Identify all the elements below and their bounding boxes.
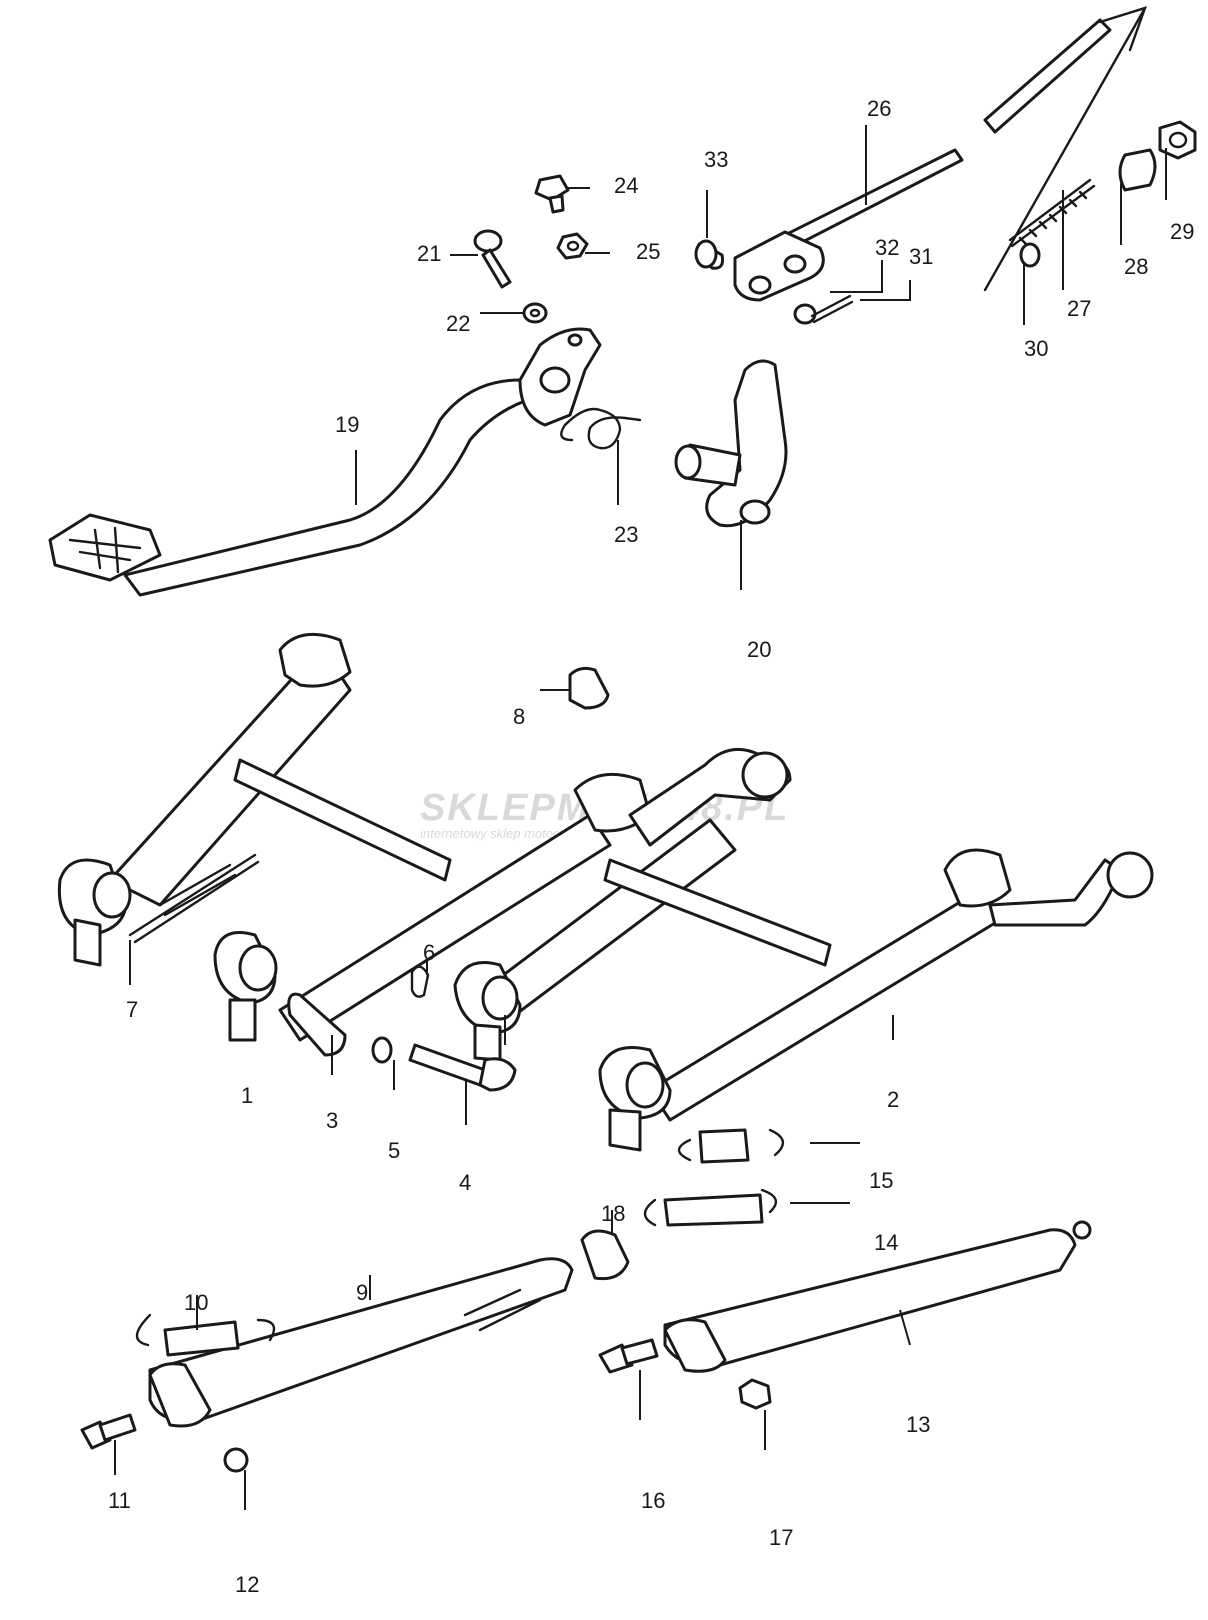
callout-30: 30	[1024, 336, 1048, 361]
part-29-nut	[1158, 120, 1197, 160]
callout-9: 9	[356, 1280, 368, 1305]
callout-22: 22	[446, 311, 470, 336]
callout-33: 33	[704, 147, 728, 172]
callout-27: 27	[1067, 296, 1091, 321]
callout-17: 17	[769, 1525, 793, 1550]
part-23-return-spring	[560, 407, 642, 450]
callout-26: 26	[867, 96, 891, 121]
callout-20: 20	[747, 637, 771, 662]
callout-6: 6	[423, 940, 435, 965]
part-33-pin	[694, 239, 724, 270]
callout-32: 32	[875, 235, 899, 260]
callout-8: 8	[513, 704, 525, 729]
callout-28: 28	[1124, 254, 1148, 279]
part-15-spring	[677, 1128, 784, 1164]
callout-7: 7	[126, 997, 138, 1022]
part-31-32-cotter-pin	[793, 294, 854, 325]
callout-4: 4	[459, 1170, 471, 1195]
callout-numbers: 1 2 3 4 5 6 7 8 9 10 11 12 13 14 15 16 1…	[108, 96, 1194, 1597]
callout-16: 16	[641, 1488, 665, 1513]
frame-line	[983, 6, 1147, 292]
callout-1: 1	[241, 1083, 253, 1108]
part-20-brake-arm	[674, 359, 788, 528]
part-16-bolt	[598, 1338, 659, 1374]
part-27-spring	[1008, 178, 1096, 248]
part-21-bolt	[473, 229, 512, 289]
callout-25: 25	[636, 239, 660, 264]
part-28-joint	[1118, 148, 1157, 192]
part-25-nut	[556, 232, 589, 260]
part-3-spacer	[287, 992, 347, 1057]
callout-19: 19	[335, 412, 359, 437]
part-8-stopper	[568, 666, 610, 710]
callout-5: 5	[388, 1138, 400, 1163]
callout-2: 2	[887, 1087, 899, 1112]
callout-21: 21	[417, 241, 441, 266]
part-12-nut	[223, 1447, 249, 1473]
part-10-spring	[135, 1313, 276, 1357]
part-30-washer	[1019, 242, 1041, 268]
part-2-center-stand	[453, 818, 1154, 1152]
part-1-center-stand	[57, 632, 792, 1042]
part-9-side-stand	[148, 1257, 574, 1428]
callout-15: 15	[869, 1168, 893, 1193]
part-26-brake-rod	[733, 18, 1112, 302]
part-4-bolt	[408, 1043, 517, 1092]
part-17-nut	[738, 1378, 772, 1410]
part-6-clip	[410, 965, 430, 998]
callout-13: 13	[906, 1412, 930, 1437]
callout-14: 14	[874, 1230, 898, 1255]
callout-29: 29	[1170, 219, 1194, 244]
part-18-rubber	[580, 1229, 630, 1281]
part-24-bolt	[534, 174, 570, 214]
callout-31: 31	[909, 244, 933, 269]
callout-11: 11	[108, 1488, 131, 1513]
part-22-washer	[522, 302, 548, 324]
callout-10: 10	[184, 1290, 208, 1315]
part-7-spring	[128, 853, 260, 944]
callout-12: 12	[235, 1572, 259, 1597]
callout-3: 3	[326, 1108, 338, 1133]
part-11-bolt	[80, 1413, 137, 1450]
part-13-side-stand	[663, 1220, 1092, 1373]
callout-18: 18	[601, 1201, 625, 1226]
leader-lines	[114, 125, 1167, 1510]
part-19-brake-pedal	[48, 327, 602, 597]
callout-24: 24	[614, 173, 638, 198]
part-5-washer	[371, 1036, 393, 1064]
part-14-spring	[643, 1188, 778, 1227]
callout-23: 23	[614, 522, 638, 547]
